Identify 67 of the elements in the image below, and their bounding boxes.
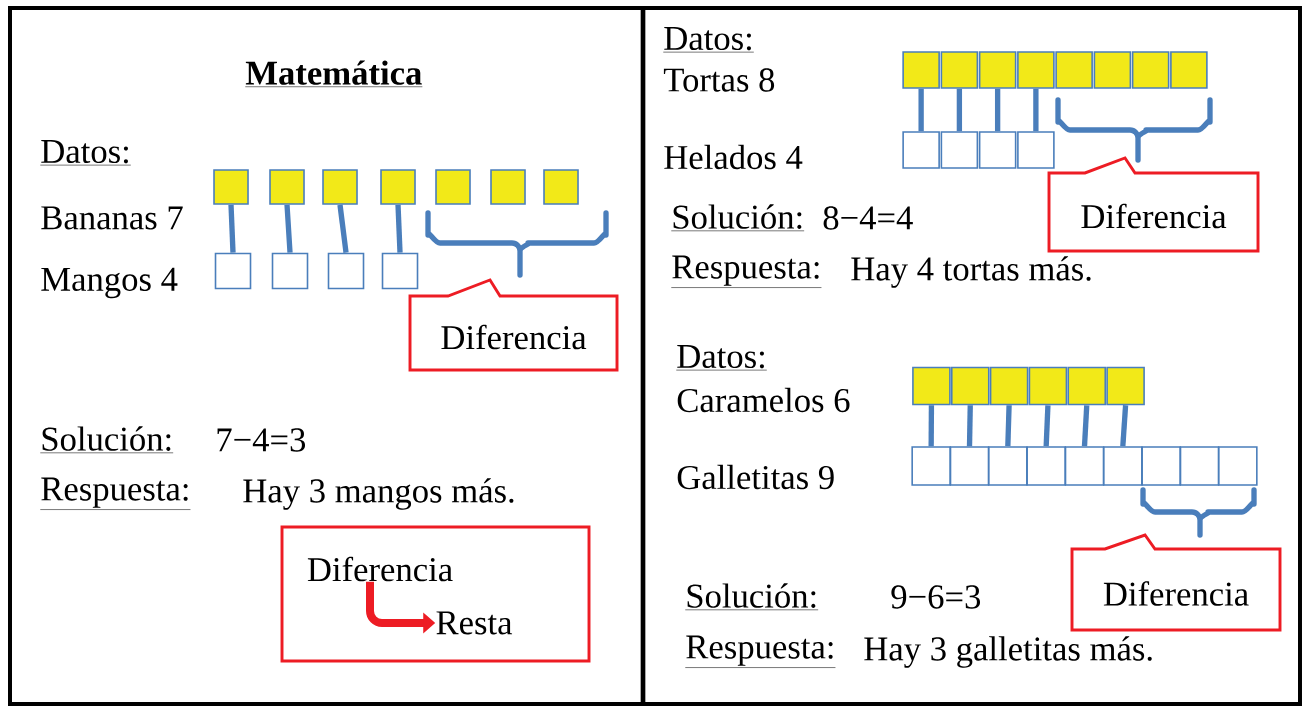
text: Caramelos 6 [677,387,850,413]
filled-square [950,366,990,406]
connector-line [1120,405,1129,447]
heading: Datos: [676,345,768,371]
heading: Solución: [40,426,174,454]
empty-square [271,252,309,290]
text: Hay 4 tortas más. [851,256,1091,288]
callout-box: Diferencia [1047,156,1260,253]
note-box [280,525,591,663]
filled-square [1067,366,1107,406]
filled-square [435,169,471,205]
text: Helados 4 [664,144,803,170]
filled-square [912,366,951,406]
text: Galletitas 9 [677,464,834,490]
callout-box: Diferencia [1070,533,1282,632]
filled-square [1093,51,1132,89]
text: Hay 3 galletitas más. [864,636,1152,668]
text: Hay 3 mangos más. [243,478,514,510]
title: Matemática [245,60,423,87]
connector-line [1043,405,1051,447]
filled-square [543,169,579,205]
connector-line [1081,405,1090,447]
filled-square [1106,366,1145,406]
filled-square [490,169,526,205]
connector-line [928,405,935,447]
heading: Datos: [663,27,755,53]
filled-square [1170,51,1208,89]
text: Resta [436,611,513,635]
connector-line [956,88,963,132]
heading: Datos: [40,140,132,166]
heading: Respuesta: [40,477,191,510]
connector-line [228,204,236,253]
heading: Solución: [685,583,819,611]
filled-square [1055,51,1093,89]
heading: Respuesta: [685,635,836,668]
connector-line [1005,405,1012,447]
filled-square [1131,51,1170,89]
empty-square [327,252,365,290]
filled-square [1017,51,1055,89]
filled-square [322,169,358,205]
text: 7−4=3 [217,428,305,452]
connector-line [918,88,924,132]
text: 9−6=3 [891,585,980,609]
empty-square [214,252,252,290]
filled-square [380,169,416,205]
connector-line [1033,88,1039,132]
filled-square [978,51,1017,89]
empty-square [381,252,419,290]
connector-line [994,88,1001,132]
connector-line [284,204,293,253]
filled-square [1028,366,1068,406]
connector-line [395,204,403,253]
text: Tortas 8 [663,68,775,92]
heading: Solución: [671,204,805,232]
filled-square [269,169,305,205]
text: Bananas 7 [41,206,183,230]
filled-square [989,366,1029,406]
text: Mangos 4 [41,267,178,299]
text: Diferencia [307,556,453,582]
text: 8−4=4 [823,206,913,230]
heading: Respuesta: [671,255,822,288]
connector-line [337,204,349,253]
connector-line [966,405,973,447]
filled-square [213,169,249,205]
filled-square [902,51,940,89]
filled-square [940,51,979,89]
callout-box: Diferencia [408,278,619,372]
